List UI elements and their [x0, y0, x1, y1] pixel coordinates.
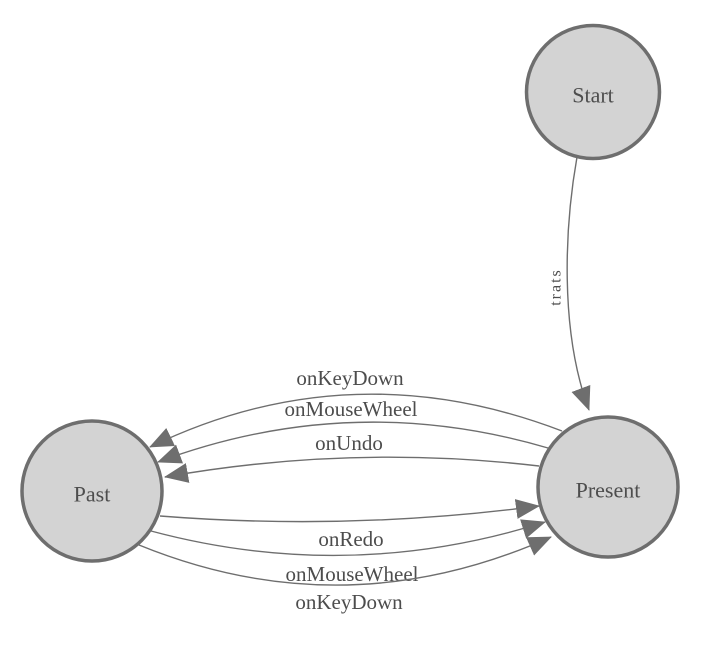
edge-label-onmousewheel-top: onMouseWheel: [285, 397, 418, 421]
edge-past-to-present-onmousewheel-path: [150, 519, 546, 557]
state-node-present-circle[interactable]: [536, 415, 680, 559]
state-node-start[interactable]: Start: [524, 23, 662, 161]
state-node-present[interactable]: Present: [536, 415, 680, 559]
edge-label-onmousewheel-bottom: onMouseWheel: [286, 562, 419, 586]
edge-label-start: trats: [548, 268, 565, 306]
edge-start-to-present: trats: [548, 156, 591, 411]
edge-present-to-past-onundo: onUndo: [164, 431, 540, 483]
edge-label-onredo: onRedo: [318, 527, 383, 551]
edge-label-onkeydown-bottom: onKeyDown: [295, 590, 403, 614]
edge-present-to-past-onkeydown: onKeyDown: [149, 366, 563, 448]
edge-start-to-present-path: [566, 156, 591, 411]
state-node-start-label: Start: [572, 83, 614, 108]
edge-past-to-present-onkeydown-path: [138, 536, 552, 586]
edge-present-to-past-onkeydown-path: [149, 393, 563, 448]
edge-past-to-present-onredo-path: [159, 499, 540, 523]
edge-past-to-present-onredo: onRedo: [159, 499, 540, 551]
edge-present-to-past-onmousewheel: onMouseWheel: [157, 397, 549, 464]
state-node-past-label: Past: [74, 482, 111, 507]
edge-label-onkeydown-top: onKeyDown: [296, 366, 404, 390]
edge-past-to-present-onmousewheel: onMouseWheel: [150, 519, 546, 586]
state-node-past[interactable]: Past: [20, 419, 164, 563]
state-node-past-circle[interactable]: [20, 419, 164, 563]
state-node-start-circle[interactable]: [524, 23, 662, 161]
edge-present-to-past-onmousewheel-path: [157, 421, 549, 464]
state-node-present-label: Present: [576, 478, 641, 503]
edge-past-to-present-onkeydown: onKeyDown: [138, 536, 552, 614]
edge-present-to-past-onundo-path: [164, 456, 540, 483]
edge-label-onundo: onUndo: [315, 431, 383, 455]
